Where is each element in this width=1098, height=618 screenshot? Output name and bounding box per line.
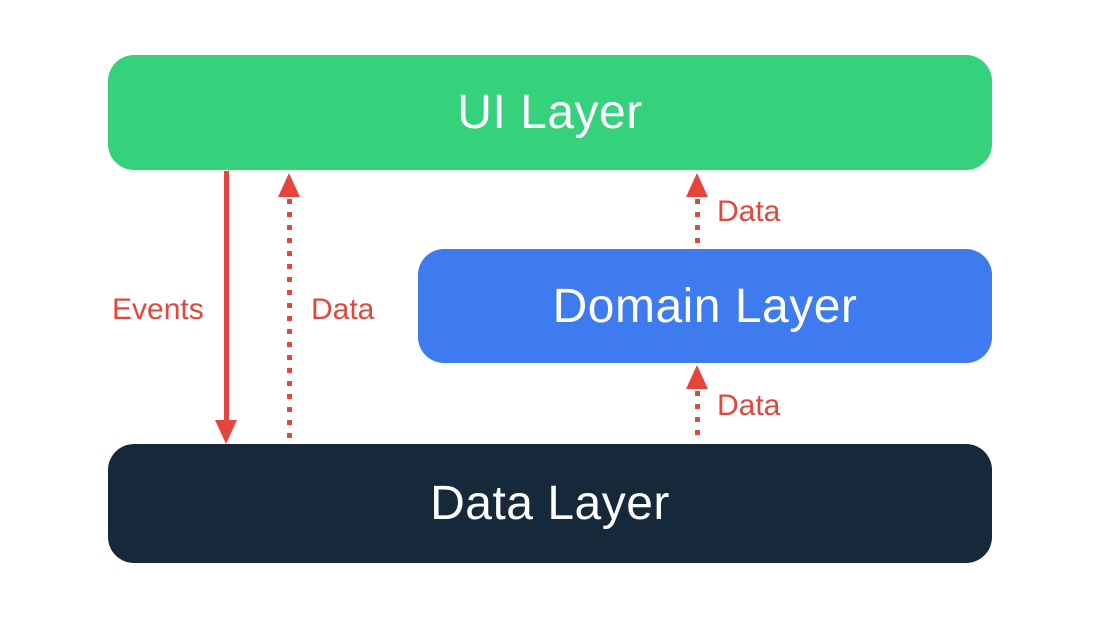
data-layer-box: Data Layer: [108, 444, 992, 563]
data-to-domain-arrow-label: Data: [717, 389, 781, 422]
data-to-ui-arrowhead-up-icon: [278, 173, 300, 197]
events-arrowhead-down-icon: [215, 420, 237, 444]
domain-to-ui-arrowhead-up-icon: [686, 173, 708, 197]
ui-layer-label: UI Layer: [457, 86, 643, 139]
data-to-ui-arrow-label: Data: [311, 293, 375, 326]
data-to-ui-arrow-line: [287, 199, 292, 443]
domain-layer-box: Domain Layer: [418, 249, 992, 363]
data-layer-label: Data Layer: [430, 477, 670, 530]
ui-layer-box: UI Layer: [108, 55, 992, 170]
domain-layer-label: Domain Layer: [552, 279, 858, 333]
domain-to-ui-arrow-label: Data: [717, 195, 781, 228]
events-arrow-label: Events: [112, 293, 204, 326]
data-to-domain-arrowhead-up-icon: [686, 365, 708, 389]
events-arrow-line: [224, 171, 229, 420]
domain-to-ui-arrow-line: [695, 199, 700, 249]
data-to-domain-arrow-line: [695, 391, 700, 443]
